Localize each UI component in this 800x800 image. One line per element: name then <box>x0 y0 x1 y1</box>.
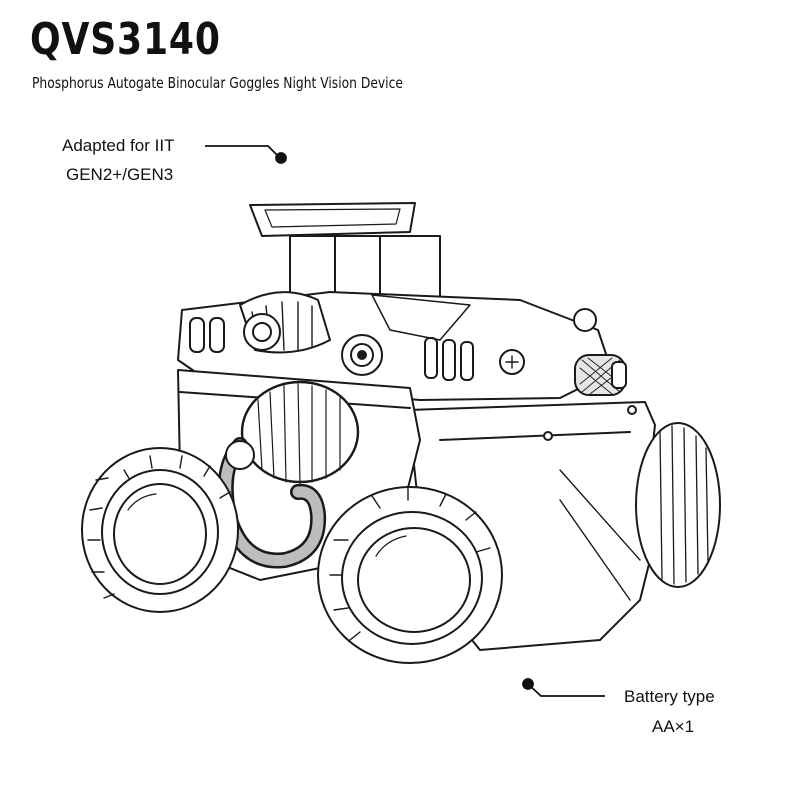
center-bolt <box>341 334 383 376</box>
callout-battery-value: AA×1 <box>652 717 695 736</box>
product-title: QVS3140 <box>30 14 221 65</box>
gain-knob <box>240 380 360 485</box>
callout-iit-label: Adapted for IIT <box>62 136 175 155</box>
callout-battery-leader <box>522 678 605 697</box>
callout-iit-value: GEN2+/GEN3 <box>66 165 174 184</box>
knurled-screw <box>574 354 627 396</box>
right-objective-lens <box>317 485 503 664</box>
callout-battery-label: Battery type <box>624 687 715 706</box>
callout-iit-leader <box>205 145 287 164</box>
battery-compartment <box>635 422 721 588</box>
front-adjust-knob <box>239 291 331 354</box>
mount-shoe <box>249 202 441 307</box>
left-objective-lens <box>81 447 239 613</box>
product-subtitle: Phosphorus Autogate Binocular Goggles Ni… <box>32 74 403 92</box>
right-pivot <box>499 308 597 375</box>
